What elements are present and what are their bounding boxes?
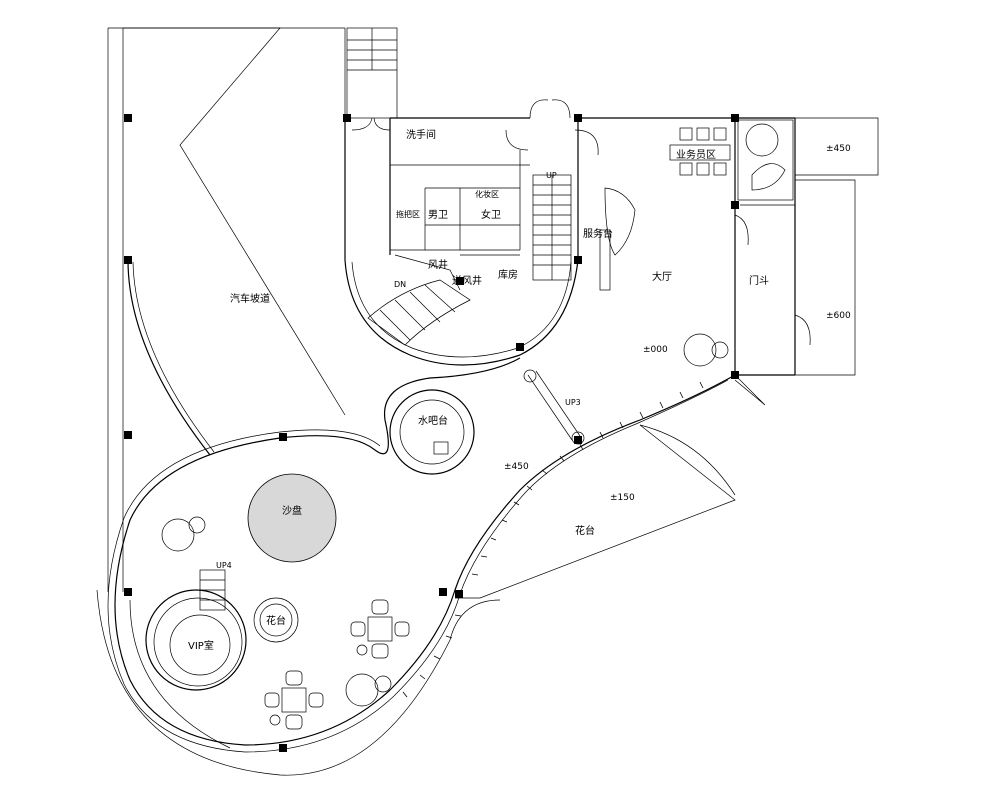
ramp-outline xyxy=(107,27,346,592)
building-walls xyxy=(344,117,879,376)
label-mens: 男卫 xyxy=(428,209,448,221)
staff-desks xyxy=(669,127,731,176)
label-vestibule: 门斗 xyxy=(749,274,769,287)
water-bar-circle xyxy=(389,389,475,475)
label-water-bar: 水吧台 xyxy=(418,414,448,427)
vip-room-circle xyxy=(145,569,247,691)
label-planter: 花台 xyxy=(575,524,595,537)
label-airshaft: 风井 xyxy=(428,258,448,271)
sand-table-circle xyxy=(247,473,337,563)
garden-box xyxy=(737,119,794,201)
label-elev-450-top: ±450 xyxy=(826,144,851,154)
label-up: UP xyxy=(546,171,557,180)
lower-perimeter xyxy=(96,357,766,776)
table-set-2 xyxy=(264,670,324,730)
table-set-1 xyxy=(350,599,410,659)
ramp-up3 xyxy=(523,369,585,445)
label-service-desk: 服务台 xyxy=(583,227,613,240)
label-makeup: 化妆区 xyxy=(475,189,499,199)
plant-icon xyxy=(683,333,729,367)
label-lobby: 大厅 xyxy=(652,270,672,283)
doors xyxy=(351,99,811,346)
label-up4: UP4 xyxy=(216,561,232,570)
glazing-ticks xyxy=(402,381,704,698)
top-stair xyxy=(346,27,398,119)
label-sand-table: 沙盘 xyxy=(282,504,302,517)
label-womens: 女卫 xyxy=(481,208,501,221)
service-counter xyxy=(599,187,636,291)
curved-stair xyxy=(367,279,471,346)
round-planter xyxy=(253,597,299,643)
label-mop: 拖把区 xyxy=(396,209,420,219)
label-washroom: 洗手间 xyxy=(406,128,436,141)
label-elev-150: ±150 xyxy=(610,493,635,503)
label-ramp: 汽车坡道 xyxy=(230,292,270,305)
label-up3: UP3 xyxy=(565,398,581,407)
label-vip: VIP室 xyxy=(188,639,214,652)
central-stair xyxy=(532,174,572,281)
label-exhaust-shaft: 送风井 xyxy=(452,274,482,287)
label-elev-000: ±000 xyxy=(643,345,668,355)
plant-icon xyxy=(345,673,392,707)
plant-icon xyxy=(161,516,206,552)
label-staff-area: 业务员区 xyxy=(676,148,716,161)
label-elev-600: ±600 xyxy=(826,311,851,321)
label-elev-450-mid: ±450 xyxy=(504,462,529,472)
label-storage: 库房 xyxy=(498,268,518,281)
columns xyxy=(124,114,739,752)
label-planter-round: 花台 xyxy=(266,614,286,627)
label-down: DN xyxy=(394,280,406,289)
